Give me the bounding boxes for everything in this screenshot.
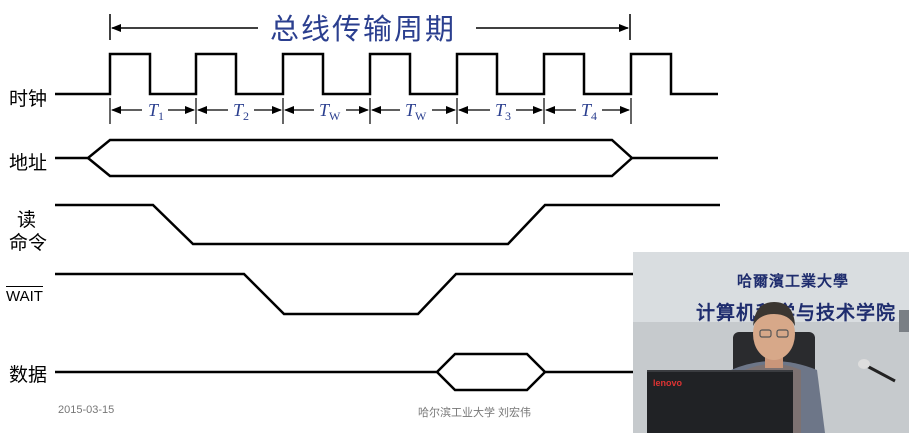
address-waveform — [55, 138, 718, 178]
video-sign-school: 计算机科学与技术学院 — [695, 302, 896, 324]
period-markers: T1 T2 TW TW T3 T4 — [109, 98, 632, 124]
data-waveform — [55, 352, 640, 392]
bus-period-arrow — [109, 14, 631, 40]
read-command-waveform — [55, 203, 720, 246]
period-label-t4: T4 — [581, 100, 597, 123]
page-title: 总线传输周期 — [269, 12, 456, 46]
period-label-t3: T3 — [495, 100, 511, 123]
period-label-tw1: TW — [319, 100, 341, 123]
read-label-line2: 命令 — [9, 232, 48, 254]
period-label-t2: T2 — [233, 100, 249, 123]
period-label-tw2: TW — [405, 100, 427, 123]
data-label: 数据 — [9, 364, 48, 386]
footer-institution: 哈尔滨工业大学 刘宏伟 — [418, 407, 532, 419]
clock-label: 时钟 — [9, 88, 48, 110]
read-label-line1: 读 — [17, 209, 37, 231]
lecturer-video: 哈爾濱工業大學 计算机科学与技术学院 lenovo — [633, 252, 909, 433]
period-label-t1: T1 — [148, 100, 164, 123]
wait-label: WAIT — [6, 286, 43, 305]
video-sign-university: 哈爾濱工業大學 — [736, 272, 849, 290]
address-label: 地址 — [9, 152, 48, 174]
clock-waveform — [55, 52, 718, 96]
footer-date: 2015-03-15 — [58, 404, 115, 416]
laptop-logo: lenovo — [653, 378, 683, 388]
laptop: lenovo — [647, 370, 793, 433]
wait-waveform — [55, 272, 640, 316]
